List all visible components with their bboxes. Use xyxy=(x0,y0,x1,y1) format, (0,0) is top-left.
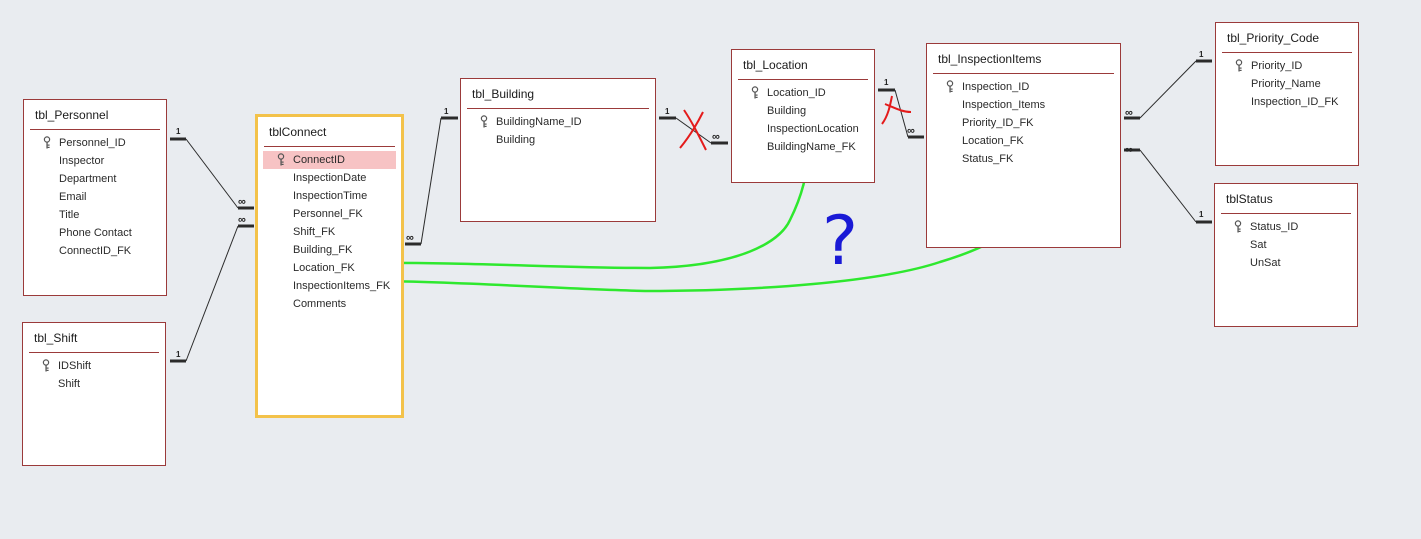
key-icon xyxy=(43,136,51,149)
field-list: Inspection_ID Inspection_Items Priority_… xyxy=(927,74,1120,168)
field-list: IDShift Shift xyxy=(23,353,165,393)
field-item[interactable]: Sat xyxy=(1250,239,1267,251)
field-item[interactable]: Priority_ID xyxy=(1216,57,1358,75)
field-item[interactable]: Priority_Name xyxy=(1251,78,1321,90)
field-item[interactable]: InspectionItems_FK xyxy=(293,280,391,292)
field-item[interactable]: Priority_ID_FK xyxy=(962,117,1034,129)
field-item[interactable]: Building xyxy=(496,134,536,146)
field-item[interactable]: Department xyxy=(59,173,117,185)
many-label: ∞ xyxy=(1125,144,1133,156)
field-item[interactable]: UnSat xyxy=(1250,257,1281,269)
one-label: 1 xyxy=(884,78,889,87)
key-icon xyxy=(946,80,954,93)
table-building[interactable]: tbl_Building BuildingName_ID Building xyxy=(460,78,656,222)
many-label: ∞ xyxy=(1125,107,1133,119)
field-item[interactable]: Status_FK xyxy=(962,153,1014,165)
field-item[interactable]: Email xyxy=(59,191,87,203)
key-icon xyxy=(480,115,488,128)
table-personnel[interactable]: tbl_Personnel Personnel_ID Inspector Dep… xyxy=(23,99,167,296)
field-list: Location_ID Building InspectionLocation … xyxy=(732,80,874,156)
field-item[interactable]: Inspection_Items xyxy=(962,99,1046,111)
table-connect[interactable]: tblConnect ConnectID InspectionDate Insp… xyxy=(255,114,404,418)
table-title[interactable]: tbl_Location xyxy=(732,50,874,80)
many-label: ∞ xyxy=(907,125,915,137)
key-icon xyxy=(277,153,285,166)
field-list: Personnel_ID Inspector Department Email … xyxy=(24,130,166,260)
one-label: 1 xyxy=(444,107,449,116)
field-item[interactable]: Personnel_ID xyxy=(24,134,166,152)
table-status[interactable]: tblStatus Status_ID Sat UnSat xyxy=(1214,183,1358,327)
table-location[interactable]: tbl_Location Location_ID Building Inspec… xyxy=(731,49,875,183)
one-label: 1 xyxy=(176,127,181,136)
field-item[interactable]: Shift_FK xyxy=(293,226,336,238)
field-list: ConnectID InspectionDate InspectionTime … xyxy=(258,147,401,313)
table-title[interactable]: tblConnect xyxy=(258,117,401,147)
table-priority-code[interactable]: tbl_Priority_Code Priority_ID Priority_N… xyxy=(1215,22,1359,166)
table-title[interactable]: tbl_Priority_Code xyxy=(1216,23,1358,53)
many-label: ∞ xyxy=(406,232,414,244)
field-item[interactable]: BuildingName_ID xyxy=(461,113,655,131)
field-item[interactable]: InspectionLocation xyxy=(767,123,859,135)
field-list: Status_ID Sat UnSat xyxy=(1215,214,1357,272)
field-item[interactable]: Inspection_ID xyxy=(927,78,1120,96)
one-label: 1 xyxy=(1199,210,1204,219)
table-shift[interactable]: tbl_Shift IDShift Shift xyxy=(22,322,166,466)
key-icon xyxy=(1234,220,1242,233)
many-label: ∞ xyxy=(238,214,246,226)
field-item[interactable]: ConnectID_FK xyxy=(59,245,132,257)
field-item[interactable]: InspectionTime xyxy=(293,190,368,202)
field-item[interactable]: Location_FK xyxy=(293,262,355,274)
field-item[interactable]: Status_ID xyxy=(1215,218,1357,236)
field-item[interactable]: Shift xyxy=(58,378,81,390)
field-item[interactable]: Location_ID xyxy=(732,84,874,102)
field-item[interactable]: Inspection_ID_FK xyxy=(1251,96,1339,108)
field-item[interactable]: InspectionDate xyxy=(293,172,367,184)
question-mark-annotation: ? xyxy=(822,202,858,281)
field-item-selected[interactable]: ConnectID xyxy=(263,151,396,169)
one-label: 1 xyxy=(1199,50,1204,59)
many-label: ∞ xyxy=(712,131,720,143)
field-list: BuildingName_ID Building xyxy=(461,109,655,149)
field-item[interactable]: BuildingName_FK xyxy=(767,141,856,153)
field-item[interactable]: Title xyxy=(59,209,80,221)
field-item[interactable]: Location_FK xyxy=(962,135,1024,147)
field-item[interactable]: IDShift xyxy=(23,357,165,375)
table-inspection-items[interactable]: tbl_InspectionItems Inspection_ID Inspec… xyxy=(926,43,1121,248)
one-label: 1 xyxy=(665,107,670,116)
field-item[interactable]: Phone Contact xyxy=(59,227,132,239)
field-item[interactable]: Comments xyxy=(293,298,347,310)
field-item[interactable]: Building xyxy=(767,105,807,117)
table-title[interactable]: tbl_Personnel xyxy=(24,100,166,130)
field-item[interactable]: Inspector xyxy=(59,155,105,167)
table-title[interactable]: tbl_Building xyxy=(461,79,655,109)
many-label: ∞ xyxy=(238,196,246,208)
table-title[interactable]: tblStatus xyxy=(1215,184,1357,214)
field-item[interactable]: Personnel_FK xyxy=(293,208,363,220)
key-icon xyxy=(42,359,50,372)
key-icon xyxy=(1235,59,1243,72)
field-list: Priority_ID Priority_Name Inspection_ID_… xyxy=(1216,53,1358,111)
key-icon xyxy=(751,86,759,99)
table-title[interactable]: tbl_InspectionItems xyxy=(927,44,1120,74)
table-title[interactable]: tbl_Shift xyxy=(23,323,165,353)
field-item[interactable]: Building_FK xyxy=(293,244,353,256)
one-label: 1 xyxy=(176,350,181,359)
